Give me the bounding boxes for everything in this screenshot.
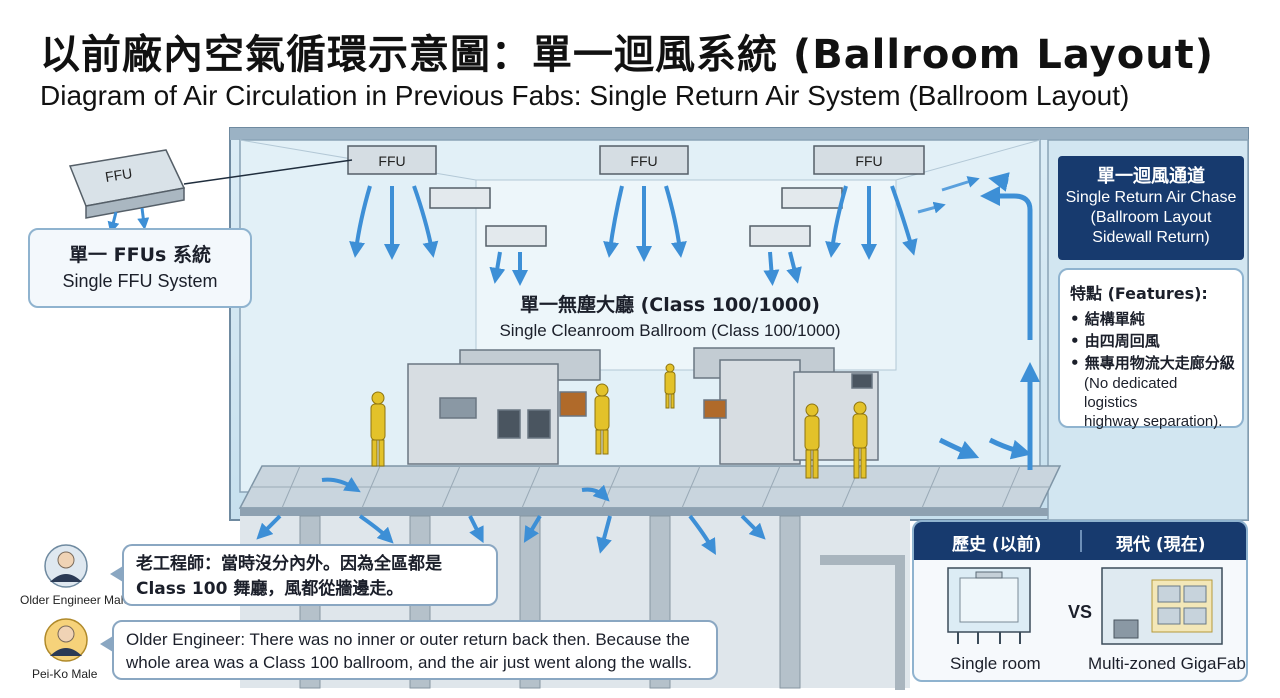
ffu-callout-chinese: 單一 FFUs 系統 bbox=[69, 244, 211, 266]
gigafab-icon bbox=[1101, 567, 1223, 645]
pei-ko-avatar bbox=[44, 618, 88, 662]
process-tools-left bbox=[407, 349, 601, 465]
speech-line: whole area was a Class 100 ballroom, and… bbox=[126, 653, 693, 672]
comparison-illustrations bbox=[947, 567, 1223, 645]
speaker1-name: Older Engineer Male bbox=[20, 593, 131, 607]
return-chase-line-1: Single Return Air Chase bbox=[1065, 189, 1237, 206]
ffu-unit-left bbox=[347, 145, 547, 247]
speech-bubble-chinese: 老工程師：當時沒分內外。因為全區都是 Class 100 舞廳，風都從牆邊走。 bbox=[122, 544, 498, 606]
roof-slab bbox=[230, 128, 1248, 140]
older-engineer-avatar bbox=[44, 544, 88, 588]
comparison-present-caption: Multi-zoned GigaFab bbox=[1088, 654, 1246, 673]
return-chase-box: 單一迴風通道 Single Return Air Chase (Ballroom… bbox=[1058, 156, 1244, 260]
floor-slab bbox=[240, 508, 1048, 516]
features-heading: 特點 (Features): bbox=[1070, 284, 1208, 303]
speech-line: Class 100 舞廳，風都從牆邊走。 bbox=[136, 579, 404, 599]
comparison-header: 歷史 (以前) 現代 (現在) bbox=[914, 522, 1246, 560]
bubble1-tail bbox=[110, 566, 123, 582]
cleanroom-label: 單一無塵大廳 (Class 100/1000) Single Cleanroom… bbox=[470, 290, 870, 341]
return-chase-line-2: (Ballroom Layout bbox=[1090, 209, 1212, 226]
comparison-panel: 歷史 (以前) 現代 (現在) VS Single room Multi-zon… bbox=[912, 520, 1248, 682]
feature-item: • 無專用物流大走廊分級 bbox=[1070, 354, 1235, 372]
comparison-past-header: 歷史 (以前) bbox=[952, 535, 1042, 555]
cleanroom-label-chinese: 單一無塵大廳 (Class 100/1000) bbox=[520, 294, 820, 316]
feature-item: • 結構單純 bbox=[1070, 310, 1145, 328]
return-floor-arrows bbox=[256, 476, 766, 555]
feature-item: • 由四周回風 bbox=[1070, 332, 1160, 350]
cleanroom-label-english: Single Cleanroom Ballroom (Class 100/100… bbox=[499, 321, 841, 340]
speech-bubble-english: Older Engineer: There was no inner or ou… bbox=[112, 620, 718, 680]
comparison-vs: VS bbox=[1068, 602, 1093, 622]
sidewall-return-arrows bbox=[938, 172, 1040, 470]
page-title-chinese: 以前廠內空氣循環示意圖：單一迴風系統 (Ballroom Layout) bbox=[40, 32, 1215, 78]
comparison-present-header: 現代 (現在) bbox=[1116, 535, 1206, 555]
workers bbox=[370, 363, 868, 479]
ffu-callout-english: Single FFU System bbox=[62, 271, 218, 291]
ffu-detail-label: FFU bbox=[104, 165, 133, 185]
feature-note-line-2: highway separation). bbox=[1084, 413, 1223, 430]
speech-line: Older Engineer: There was no inner or ou… bbox=[126, 630, 690, 649]
ffu-leader-line bbox=[183, 159, 353, 185]
ffu-label-right: FFU bbox=[855, 153, 882, 169]
downflow-arrows bbox=[349, 185, 918, 286]
comparison-divider bbox=[1080, 530, 1082, 552]
ffu-label-center: FFU bbox=[630, 153, 657, 169]
ffu-unit-center bbox=[599, 145, 689, 175]
back-wall bbox=[475, 179, 897, 371]
ffu-detail-icon bbox=[68, 149, 186, 219]
speech-line: 老工程師：當時沒分內外。因為全區都是 bbox=[136, 554, 442, 574]
single-room-icon bbox=[947, 567, 1031, 644]
features-box: 特點 (Features): • 結構單純 • 由四周回風 • 無專用物流大走廊… bbox=[1058, 268, 1244, 430]
speaker2-name: Pei-Ko Male bbox=[32, 667, 98, 681]
ffu-callout: 單一 FFUs 系統 Single FFU System bbox=[28, 228, 252, 308]
feature-note-line-1: (No dedicated logistics bbox=[1084, 375, 1178, 411]
ffu-label-left: FFU bbox=[378, 153, 405, 169]
page-title-english: Diagram of Air Circulation in Previous F… bbox=[40, 80, 1130, 111]
ffu-unit-right bbox=[749, 145, 925, 247]
return-chase-line-3: Sidewall Return) bbox=[1092, 229, 1210, 246]
comparison-past-caption: Single room bbox=[950, 654, 1041, 673]
return-chase-chinese: 單一迴風通道 bbox=[1097, 166, 1205, 187]
bubble2-tail bbox=[100, 636, 113, 652]
